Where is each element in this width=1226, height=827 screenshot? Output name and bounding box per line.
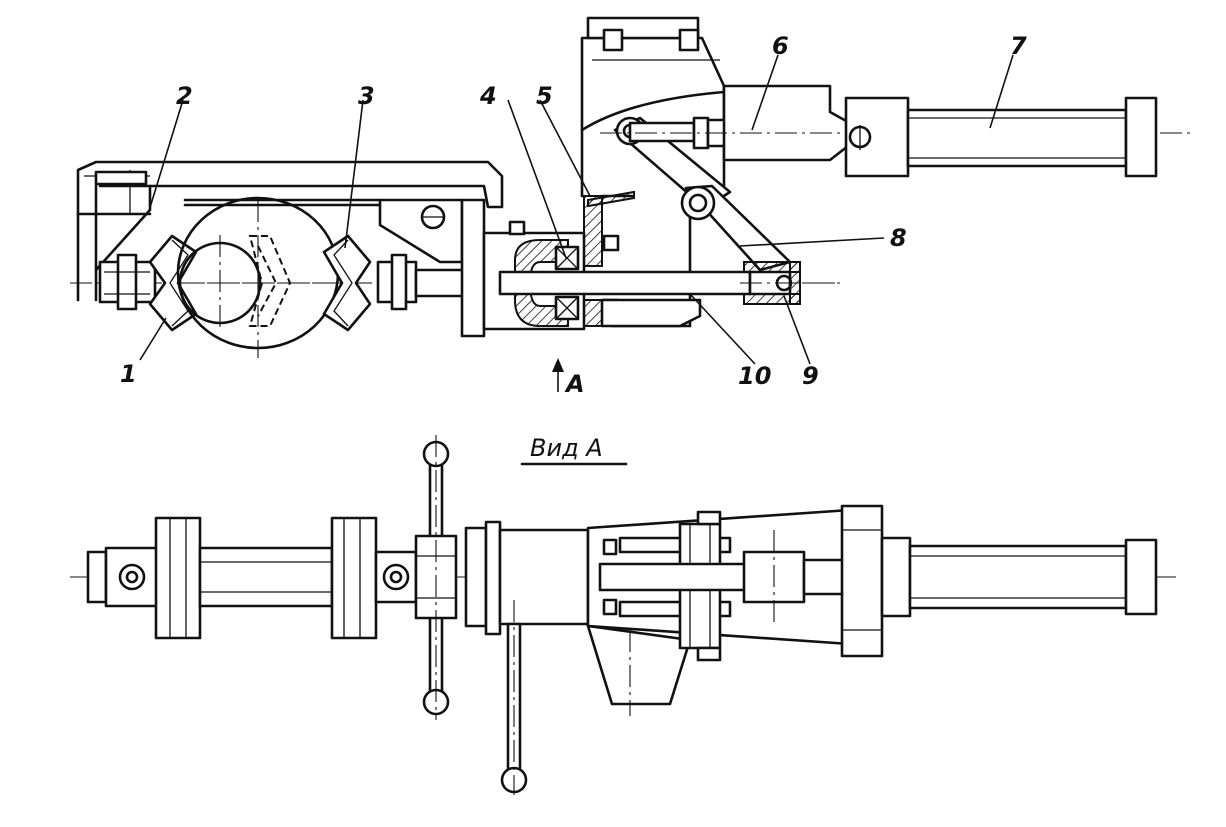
view-a-left-end: [86, 516, 202, 640]
label-4: 4: [479, 82, 497, 110]
label-10: 10: [738, 362, 771, 390]
view-a-housing: [498, 528, 590, 795]
view-a-flange: [330, 516, 418, 640]
view-arrow-a: [552, 358, 564, 392]
view-a: Вид А: [70, 434, 1176, 795]
label-3: 3: [358, 82, 375, 110]
cylinder-part-7: [844, 96, 1158, 178]
frame-part-2: [76, 160, 504, 302]
workpiece: [176, 196, 345, 358]
label-6: 6: [772, 32, 789, 60]
right-joint: [376, 198, 486, 338]
jaw-hidden-position: [248, 235, 292, 327]
main-view: 2 3 4 5 6 7 8 1 10 9 A: [70, 16, 1190, 398]
label-8: 8: [890, 224, 907, 252]
view-a-handle: [414, 435, 458, 720]
jaw-part-3: [322, 234, 372, 332]
view-a-rod: [198, 546, 334, 608]
view-a-body-frame: [586, 508, 852, 716]
label-2: 2: [176, 82, 193, 110]
pull-rod-part-10: [498, 261, 840, 305]
label-1: 1: [120, 360, 137, 388]
view-a-plate: [464, 526, 488, 628]
view-a-cylinder: [840, 504, 1158, 658]
leader-lines: [139, 54, 1014, 365]
label-9: 9: [802, 362, 819, 390]
view-a-title: Вид А: [530, 434, 603, 462]
label-arrow-a: A: [564, 370, 585, 398]
label-7: 7: [1010, 32, 1027, 60]
label-5: 5: [536, 82, 553, 110]
cylinder-rod-part-6: [600, 84, 1190, 162]
left-joint: [98, 253, 157, 311]
